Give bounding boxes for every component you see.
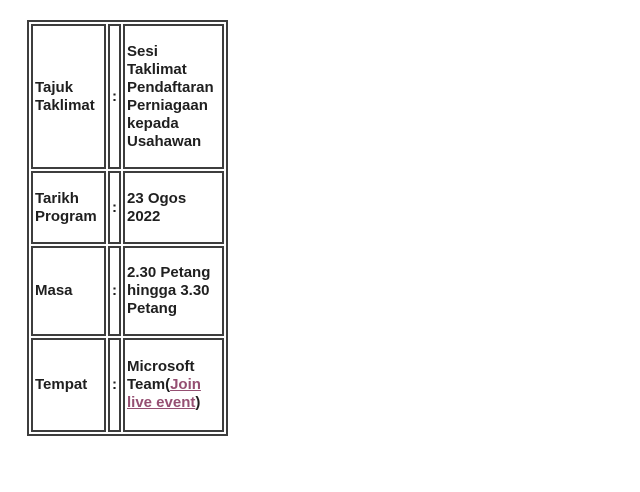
table-row-tajuk: Tajuk Taklimat : Sesi Taklimat Pendaftar… (31, 24, 224, 169)
event-details-table: Tajuk Taklimat : Sesi Taklimat Pendaftar… (27, 20, 228, 436)
join-live-event-link[interactable]: Join live event (127, 376, 201, 411)
row-value-masa: 2.30 Petang hingga 3.30 Petang (123, 246, 224, 336)
separator-colon: : (108, 24, 121, 169)
separator-colon: : (108, 246, 121, 336)
separator-colon: : (108, 171, 121, 244)
separator-colon: : (108, 338, 121, 432)
table-row-tempat: Tempat : Microsoft Team(Join live event) (31, 338, 224, 432)
tempat-value-prefix: Microsoft Team( (127, 358, 195, 393)
row-value-tajuk-taklimat: Sesi Taklimat Pendaftaran Perniagaan kep… (123, 24, 224, 169)
row-label-tempat: Tempat (31, 338, 106, 432)
row-value-tempat: Microsoft Team(Join live event) (123, 338, 224, 432)
row-label-tajuk-taklimat: Tajuk Taklimat (31, 24, 106, 169)
row-label-tarikh-program: Tarikh Program (31, 171, 106, 244)
row-label-masa: Masa (31, 246, 106, 336)
table-row-tarikh: Tarikh Program : 23 Ogos 2022 (31, 171, 224, 244)
tempat-value-suffix: ) (195, 394, 201, 411)
table-row-masa: Masa : 2.30 Petang hingga 3.30 Petang (31, 246, 224, 336)
row-value-tarikh-program: 23 Ogos 2022 (123, 171, 224, 244)
